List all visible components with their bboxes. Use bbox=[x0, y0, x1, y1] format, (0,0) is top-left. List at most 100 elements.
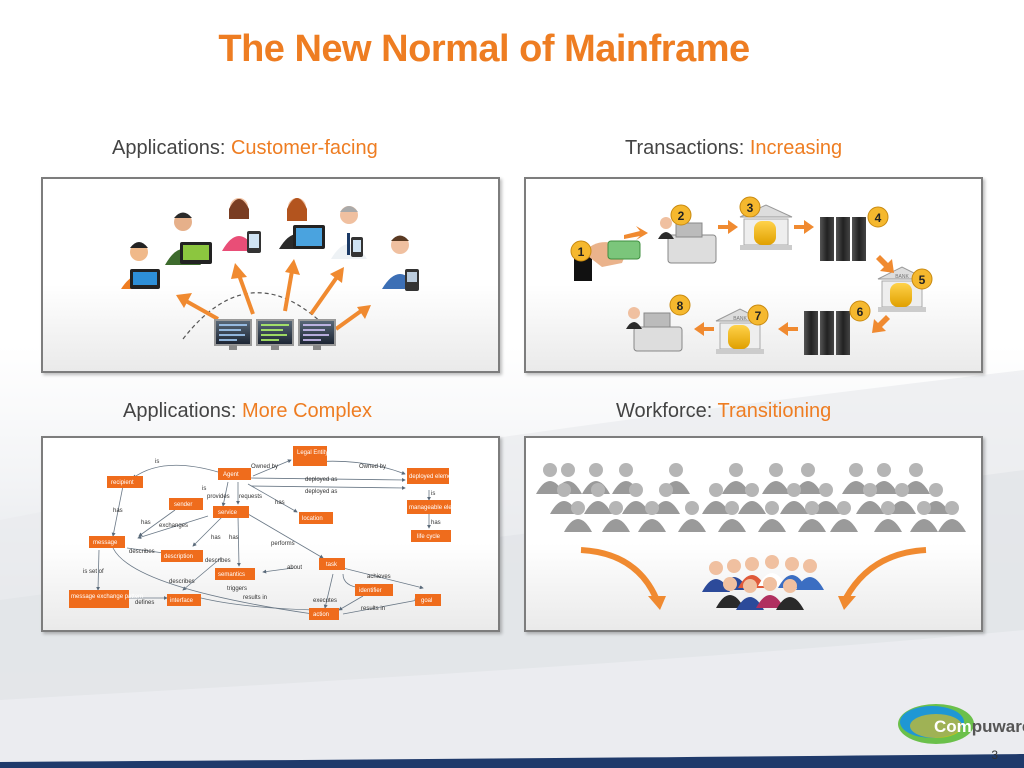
node-action bbox=[309, 608, 339, 620]
crowd-person bbox=[874, 501, 902, 532]
node-message-exchange-pattern bbox=[69, 590, 129, 608]
node-label-message: message bbox=[93, 540, 118, 546]
node-deployed-element bbox=[407, 468, 449, 484]
transaction-flow-illustration: BANK BANK 1 2 3 bbox=[570, 196, 933, 355]
node-manageable-element bbox=[407, 500, 451, 514]
svg-text:requests: requests bbox=[239, 494, 262, 500]
node-life-cycle bbox=[411, 530, 451, 542]
crowd-person bbox=[870, 463, 898, 494]
node-recipient bbox=[107, 476, 143, 488]
hand-card-icon bbox=[574, 240, 641, 281]
node-label-service: service bbox=[218, 510, 238, 516]
page-number: 3 bbox=[991, 748, 998, 762]
bank-label: BANK bbox=[895, 274, 909, 280]
node-description bbox=[161, 550, 203, 562]
cash-register-icon bbox=[626, 307, 683, 352]
node-label-semantics: semantics bbox=[218, 572, 245, 578]
svg-text:is set of: is set of bbox=[83, 569, 104, 575]
customer-facing-illustration bbox=[121, 198, 419, 350]
panel-complexity-graph: Legal Entity Agent deployed element reci… bbox=[41, 436, 500, 632]
crowd-person bbox=[718, 501, 746, 532]
server-rack-icon bbox=[820, 217, 866, 261]
node-label-message-exchange-pattern: message exchange pattern bbox=[71, 594, 143, 600]
crowd-person bbox=[722, 463, 750, 494]
crowd-person bbox=[856, 483, 884, 514]
heading-workforce-transitioning: Workforce: Transitioning bbox=[616, 400, 831, 423]
crowd-person bbox=[602, 501, 630, 532]
svg-text:Owned by: Owned by bbox=[359, 464, 386, 470]
logo-prefix: Com bbox=[934, 717, 972, 736]
node-label-agent: Agent bbox=[223, 472, 239, 478]
svg-text:results in: results in bbox=[243, 595, 267, 601]
crowd-person bbox=[678, 501, 706, 532]
node-label-interface: interface bbox=[170, 598, 194, 604]
heading-highlight: More Complex bbox=[241, 400, 373, 422]
svg-text:describes: describes bbox=[129, 549, 155, 555]
crowd-person bbox=[564, 501, 592, 532]
svg-text:exchanges: exchanges bbox=[159, 523, 188, 529]
graph-nodes: Legal Entity Agent deployed element reci… bbox=[69, 446, 465, 620]
svg-text:3: 3 bbox=[747, 201, 754, 215]
svg-text:8: 8 bbox=[677, 299, 684, 313]
heading-applications-more-complex: Applications: More Complex bbox=[123, 400, 372, 423]
svg-text:6: 6 bbox=[857, 305, 864, 319]
heading-applications-customer-facing: Applications: Customer-facing bbox=[112, 137, 378, 160]
node-label-goal: goal bbox=[421, 598, 432, 604]
server-rack-icon bbox=[804, 311, 850, 355]
svg-text:1: 1 bbox=[578, 245, 585, 259]
node-legal-entity bbox=[293, 446, 327, 466]
node-label-life-cycle: life cycle bbox=[417, 534, 441, 540]
svg-text:defines: defines bbox=[135, 600, 154, 606]
svg-text:provides: provides bbox=[207, 494, 230, 500]
orange-arrows bbox=[176, 259, 371, 331]
footer-bar bbox=[0, 754, 1024, 768]
svg-text:2: 2 bbox=[678, 209, 685, 223]
slide-title: The New Normal of Mainframe bbox=[218, 28, 750, 70]
svg-text:has: has bbox=[431, 520, 441, 526]
customer-people bbox=[121, 198, 419, 291]
node-label-action: action bbox=[313, 612, 329, 618]
node-interface bbox=[167, 594, 201, 606]
heading-highlight: Transitioning bbox=[717, 400, 832, 422]
heading-highlight: Customer-facing bbox=[230, 137, 378, 159]
svg-text:4: 4 bbox=[875, 211, 882, 225]
node-label-legal-entity: Legal Entity bbox=[297, 450, 328, 456]
svg-text:achieves: achieves bbox=[367, 574, 391, 580]
crowd-person bbox=[762, 463, 790, 494]
crowd-person bbox=[794, 463, 822, 494]
logo-wordmark: Compuware bbox=[934, 717, 1024, 737]
node-label-identifier: identifier bbox=[359, 588, 382, 594]
workforce-illustration bbox=[536, 463, 966, 610]
svg-text:describes: describes bbox=[169, 579, 195, 585]
bank-icon: BANK bbox=[877, 266, 927, 312]
crowd-person bbox=[780, 483, 808, 514]
heading-label: Transactions: bbox=[625, 137, 745, 159]
crowd-person bbox=[550, 483, 578, 514]
graph-edge-labels: is Owned by Owned by deployed as deploye… bbox=[83, 459, 441, 612]
svg-text:Owned by: Owned by bbox=[251, 464, 278, 470]
workforce-crowd bbox=[536, 463, 966, 532]
crowd-person bbox=[758, 501, 786, 532]
node-semantics bbox=[215, 568, 255, 580]
node-label-location: location bbox=[302, 516, 323, 522]
cash-register-icon bbox=[658, 217, 717, 264]
node-message bbox=[89, 536, 125, 548]
svg-text:about: about bbox=[287, 565, 302, 571]
crowd-person bbox=[842, 463, 870, 494]
crowd-person bbox=[702, 483, 730, 514]
heading-label: Workforce: bbox=[616, 400, 713, 422]
bank-icon bbox=[739, 204, 793, 250]
svg-text:performs: performs bbox=[271, 541, 295, 547]
svg-text:has: has bbox=[211, 535, 221, 541]
heading-label: Applications: bbox=[123, 400, 237, 422]
crowd-person bbox=[536, 463, 564, 494]
node-label-recipient: recipient bbox=[111, 480, 134, 486]
node-agent bbox=[218, 468, 251, 480]
node-sender bbox=[169, 498, 203, 510]
node-task bbox=[319, 558, 345, 570]
svg-text:is: is bbox=[155, 459, 159, 465]
crowd-person bbox=[638, 501, 666, 532]
crowd-person bbox=[910, 501, 938, 532]
transition-arrows bbox=[580, 547, 927, 610]
crowd-person bbox=[622, 483, 650, 514]
